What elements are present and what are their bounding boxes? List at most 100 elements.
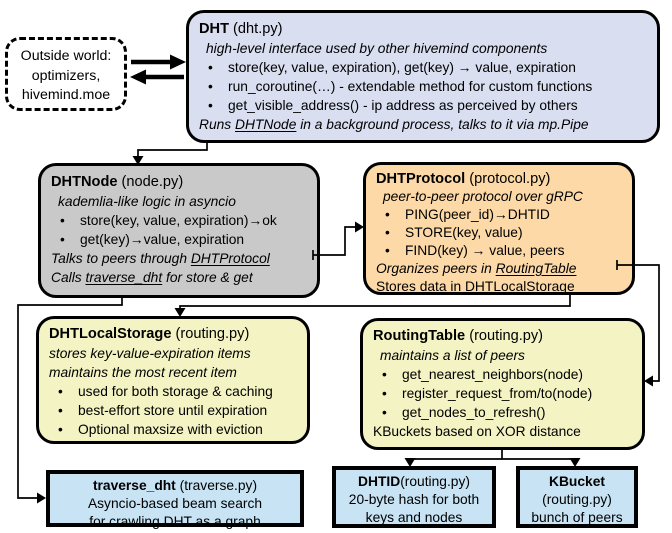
routingtable-bullet-text: get_nearest_neighbors(node): [402, 367, 584, 382]
dhtnode-bullet-text: store(key, value, expiration)→ok: [80, 213, 277, 228]
dht-bullet: •store(key, value, expiration), get(key)…: [199, 58, 648, 77]
dhtprotocol-class-name: DHTProtocol: [376, 171, 466, 187]
dhtid-line: 20-byte hash for both: [348, 492, 480, 507]
arrow-dht-to-dhtnode: [132, 141, 208, 165]
dhtprotocol-footer1-pre: Organizes peers in: [376, 261, 496, 276]
dhtprotocol-footer-2: Stores data in DHTLocalStorage: [376, 278, 623, 296]
arrow-dhtnode-to-dhtprotocol: [312, 221, 364, 260]
dhtnode-footer1-pre: Talks to peers through: [51, 251, 191, 266]
dhtprotocol-bullet: • PING(peer_id)→DHTID: [376, 206, 623, 224]
dhtid-line: keys and nodes: [365, 510, 463, 525]
dhtprotocol-bullet: • FIND(key) → value, peers: [376, 242, 623, 260]
outside-world-line: optimizers,: [31, 67, 101, 84]
kbucket-file-name: (routing.py): [542, 492, 612, 507]
dht-footer-post: in a background process, talks to it via…: [296, 117, 589, 132]
dht-bullet: • get_visible_address() - ip address as p…: [199, 96, 648, 115]
dhtlocalstorage-bullet: • Optional maxsize with eviction: [49, 420, 298, 439]
traverse-dht-box: traverse_dht (traverse.py) Asyncio-based…: [46, 470, 304, 529]
bullet-icon: •: [382, 386, 387, 401]
dhtprotocol-footer2-pre: Stores data in DHT: [376, 279, 494, 294]
dhtlocalstorage-class-name: DHTLocalStorage: [49, 326, 172, 342]
routingtable-subtitle: maintains a list of peers: [380, 348, 525, 363]
bullet-icon: •: [208, 79, 213, 94]
dht-footer-pre: Runs: [199, 117, 236, 132]
traverse-dht-func-name: traverse_dht: [92, 478, 176, 493]
bullet-icon: •: [385, 225, 390, 240]
dhtprotocol-bullet-text: FIND(key) → value, peers: [405, 243, 565, 258]
dhtnode-footer-1: Talks to peers through DHTProtocol: [51, 249, 308, 268]
outside-world-line: Outside world:: [20, 48, 112, 64]
dhtid-file-name: (routing.py): [400, 474, 470, 489]
dht-bullet-text: get_visible_address() - ip address as pe…: [228, 98, 578, 113]
dhtprotocol-bullet-text: STORE(key, value): [405, 225, 523, 240]
bullet-icon: •: [58, 403, 63, 418]
bullet-icon: •: [60, 213, 65, 228]
dhtprotocol-bullet-text: PING(peer_id)→DHTID: [405, 207, 550, 222]
routingtable-bullet-text: get_nodes_to_refresh(): [402, 405, 546, 420]
dhtid-box: DHTID(routing.py) 20-byte hash for both …: [332, 466, 496, 528]
arrow-outside-to-dht: [131, 54, 186, 70]
dht-box: DHT (dht.py) high-level interface used b…: [186, 10, 660, 143]
dhtprotocol-bullet: • STORE(key, value): [376, 224, 623, 242]
dhtprotocol-file-name: (protocol.py): [465, 171, 551, 187]
dht-footer: Runs DHTNode in a background process, ta…: [199, 115, 648, 134]
routingtable-title: RoutingTable (routing.py): [373, 327, 633, 346]
dhtlocalstorage-bullet-text: used for both storage & caching: [78, 384, 273, 399]
dhtid-class-name: DHTID: [358, 474, 401, 489]
dhtnode-reference: DHTNode: [235, 117, 297, 132]
dhtnode-bullet-text: get(key)→value, expiration: [80, 232, 245, 247]
routingtable-footer: KBuckets based on XOR distance: [373, 424, 581, 439]
dhtprotocol-box: DHTProtocol (protocol.py) peer-to-peer p…: [363, 162, 635, 295]
dht-subtitle: high-level interface used by other hivem…: [206, 41, 548, 56]
dhtlocalstorage-bullet: • best-effort store until expiration: [49, 401, 298, 420]
dhtnode-file-name: (node.py): [117, 174, 184, 190]
bullet-icon: •: [208, 98, 213, 113]
dhtprotocol-footer-1: Organizes peers in RoutingTable: [376, 260, 623, 278]
kbucket-class-name: KBucket: [549, 474, 605, 489]
routingtable-file-name: (routing.py): [465, 328, 544, 344]
bullet-icon: •: [60, 232, 65, 247]
dhtlocalstorage-bullet-text: best-effort store until expiration: [78, 403, 268, 418]
dhtlocalstorage-bullet: • used for both storage & caching: [49, 382, 298, 401]
dhtnode-class-name: DHTNode: [51, 174, 118, 190]
bullet-icon: •: [385, 207, 390, 222]
dht-bullet-text: run_coroutine(…) - extendable method for…: [228, 79, 593, 94]
dhtnode-footer2-post: for store & get: [162, 270, 253, 285]
dhtlocalstorage-box: DHTLocalStorage (routing.py) stores key-…: [36, 316, 310, 444]
dhtlocalstorage-bullet-text: Optional maxsize with eviction: [78, 422, 263, 437]
dhtlocalstorage-title: DHTLocalStorage (routing.py): [49, 325, 298, 344]
dhtnode-footer-2: Calls traverse_dht for store & get: [51, 268, 308, 287]
traverse-dht-reference: traverse_dht: [85, 270, 163, 285]
dhtnode-subtitle: kademlia-like logic in asyncio: [58, 194, 236, 209]
dht-file-name: (dht.py): [229, 21, 283, 37]
bullet-icon: •: [385, 243, 390, 258]
dhtnode-title: DHTNode (node.py): [51, 173, 308, 192]
routingtable-bullet: • get_nearest_neighbors(node): [373, 365, 633, 384]
dhtlocalstorage-subtitle-2: maintains the most recent item: [49, 365, 237, 380]
arrow-dht-to-outside: [130, 69, 184, 85]
dhtprotocol-reference: DHTProtocol: [190, 251, 270, 266]
bullet-icon: •: [208, 60, 213, 75]
dht-title: DHT (dht.py): [199, 20, 648, 39]
routingtable-bullet: •get_nodes_to_refresh(): [373, 403, 633, 422]
dhtnode-box: DHTNode (node.py) kademlia-like logic in…: [38, 163, 320, 298]
arrow-routingtable-to-leaves: [404, 449, 581, 467]
bullet-icon: •: [382, 367, 387, 382]
bullet-icon: •: [58, 422, 63, 437]
dhtnode-bullet: • get(key)→value, expiration: [51, 230, 308, 249]
dhtnode-bullet: • store(key, value, expiration)→ok: [51, 211, 308, 230]
dht-class-name: DHT: [199, 21, 229, 37]
kbucket-box: KBucket (routing.py) bunch of peers: [516, 466, 638, 528]
outside-world-line: hivemind.moe: [21, 87, 111, 103]
dhtprotocol-subtitle: peer-to-peer protocol over gRPC: [383, 189, 583, 204]
dht-bullet: • run_coroutine(…) - extendable method fo…: [199, 77, 648, 96]
bullet-icon: •: [58, 384, 63, 399]
dhtlocalstorage-subtitle-1: stores key-value-expiration items: [49, 346, 251, 361]
routingtable-class-name: RoutingTable: [373, 328, 466, 344]
routingtable-bullet: •register_request_from/to(node): [373, 384, 633, 403]
dhtid-title: DHTID(routing.py): [336, 473, 492, 491]
traverse-dht-line: Asyncio-based beam search: [87, 496, 263, 511]
traverse-dht-file-name: (traverse.py): [175, 478, 258, 493]
traverse-dht-title: traverse_dht (traverse.py): [50, 477, 300, 495]
